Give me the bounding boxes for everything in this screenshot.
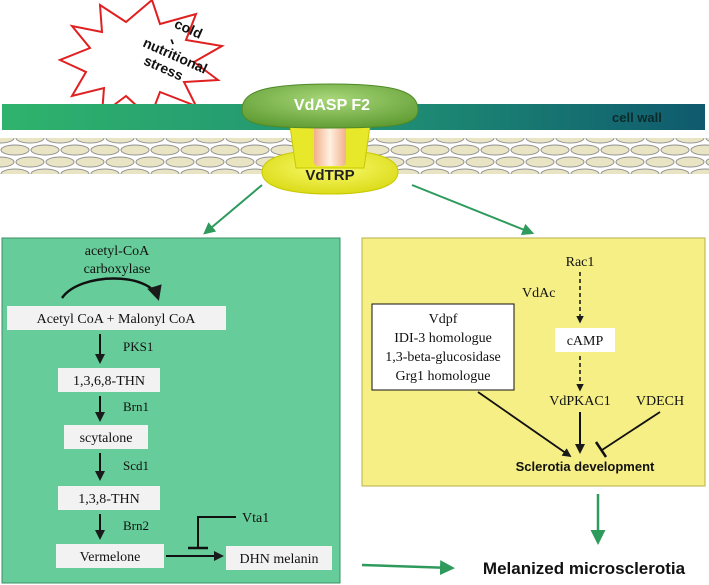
melanin-panel-bg xyxy=(1,237,341,584)
camp-label: cAMP xyxy=(567,334,604,349)
enzyme-brn1: Brn1 xyxy=(123,399,149,414)
receptor-complex: VdASP F2 VdTRP xyxy=(241,83,419,195)
intermediate-box-2 xyxy=(64,425,148,449)
intermediate-box-3 xyxy=(58,486,160,510)
arrow-to-melanin-panel xyxy=(203,184,263,235)
substrate-box xyxy=(7,306,226,330)
stress-burst-shape xyxy=(57,0,225,120)
vdac-label: VdAc xyxy=(522,286,555,301)
rac1-label: Rac1 xyxy=(566,255,595,270)
substrate-label: Acetyl CoA + Malonyl CoA xyxy=(37,312,197,327)
gene-list-line-1: Vdpf xyxy=(429,312,458,327)
enzyme-scd1: Scd1 xyxy=(123,458,149,473)
product-label: DHN melanin xyxy=(240,552,319,567)
arrow-melanin-to-final xyxy=(361,560,455,576)
carboxylase-curved-arrow xyxy=(60,277,162,301)
intermediate-2-label: scytalone xyxy=(80,431,133,446)
receptor-bottom-label: VdTRP xyxy=(305,167,354,184)
stress-burst: cold 、 nutritional stress xyxy=(57,0,225,120)
product-box xyxy=(226,546,332,570)
intermediate-3-label: 1,3,8-THN xyxy=(78,492,139,507)
intermediate-box-4 xyxy=(56,544,164,568)
gene-list-line-2: IDI-3 homologue xyxy=(394,331,492,346)
cell-wall-label: cell wall xyxy=(612,110,662,125)
sclerotia-outcome: Sclerotia development xyxy=(516,459,655,474)
camp-box xyxy=(555,328,615,352)
sclerotia-panel: Rac1 VdAc cAMP VdPKAC1 VDECH Vdpf IDI-3 … xyxy=(361,237,706,487)
enzyme-brn2: Brn2 xyxy=(123,518,149,533)
receptor-top-label: VdASP F2 xyxy=(294,97,370,114)
gene-list-arrow xyxy=(477,391,572,458)
vta1-inhibition-line xyxy=(197,516,236,548)
melanin-panel: acetyl-CoA carboxylase Acetyl CoA + Malo… xyxy=(1,237,341,584)
inhibitor-vta1: Vta1 xyxy=(242,511,269,526)
intermediate-4-label: Vermelone xyxy=(80,550,141,565)
receptor-cap xyxy=(241,83,419,129)
enzyme-label-line-2: carboxylase xyxy=(84,262,151,277)
vdech-inhibition-line xyxy=(601,411,661,451)
final-outcome-label: Melanized microsclerotia xyxy=(483,559,686,578)
intermediate-1-label: 1,3,6,8-THN xyxy=(73,374,145,389)
gene-list-line-3: 1,3-beta-glucosidase xyxy=(385,350,500,365)
arrow-to-sclerotia-panel xyxy=(411,184,535,236)
vdpkac1-label: VdPKAC1 xyxy=(549,394,610,409)
vdech-label: VDECH xyxy=(636,394,684,409)
enzyme-label-line-1: acetyl-CoA xyxy=(85,244,150,259)
intermediate-box-1 xyxy=(58,368,160,392)
gene-list-line-4: Grg1 homologue xyxy=(395,369,490,384)
gene-list-box xyxy=(371,303,515,391)
enzyme-pks1: PKS1 xyxy=(123,339,153,354)
vdech-inhibition-bar xyxy=(594,441,608,458)
stress-line-2: 、 xyxy=(168,30,187,50)
